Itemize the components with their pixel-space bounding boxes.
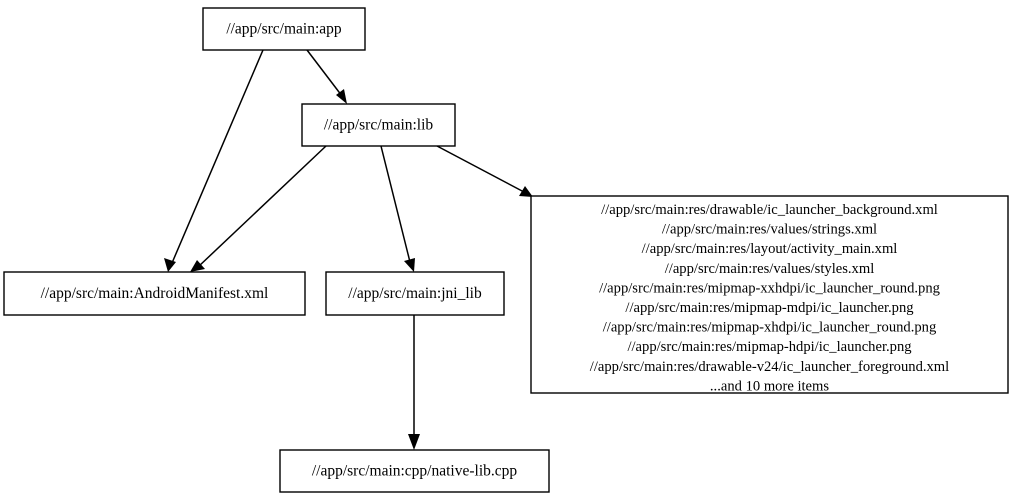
- edge-lib-to-resources: [436, 145, 533, 197]
- resources-line-4: //app/src/main:res/values/styles.xml: [665, 261, 875, 277]
- node-layer: //app/src/main:app //app/src/main:lib //…: [3, 7, 1009, 493]
- node-resources[interactable]: //app/src/main:res/drawable/ic_launcher_…: [530, 195, 1009, 394]
- resources-line-1: //app/src/main:res/drawable/ic_launcher_…: [601, 202, 938, 218]
- edge-layer: [164, 49, 533, 450]
- node-native-lib-cpp[interactable]: //app/src/main:cpp/native-lib.cpp: [279, 449, 550, 493]
- node-app[interactable]: //app/src/main:app: [202, 7, 366, 51]
- resources-more-items-label: ...and 10 more items: [710, 378, 829, 394]
- node-androidmanifest[interactable]: //app/src/main:AndroidManifest.xml: [3, 271, 306, 316]
- resources-line-6: //app/src/main:res/mipmap-mdpi/ic_launch…: [625, 300, 914, 316]
- resources-line-2: //app/src/main:res/values/strings.xml: [662, 222, 877, 238]
- edge-app-to-manifest: [164, 49, 264, 272]
- edge-lib-to-jni_lib: [380, 145, 415, 272]
- node-jni-lib[interactable]: //app/src/main:jni_lib: [325, 271, 505, 316]
- resources-line-9: //app/src/main:res/drawable-v24/ic_launc…: [590, 359, 949, 375]
- node-lib-label: //app/src/main:lib: [324, 117, 434, 134]
- node-lib[interactable]: //app/src/main:lib: [301, 103, 456, 147]
- node-app-label: //app/src/main:app: [226, 21, 342, 38]
- edge-app-to-lib: [306, 49, 347, 104]
- edge-lib-to-manifest: [190, 145, 327, 272]
- resources-line-7: //app/src/main:res/mipmap-xhdpi/ic_launc…: [603, 320, 937, 336]
- node-native-lib-cpp-label: //app/src/main:cpp/native-lib.cpp: [312, 463, 518, 480]
- resources-line-5: //app/src/main:res/mipmap-xxhdpi/ic_laun…: [599, 280, 941, 296]
- resources-line-8: //app/src/main:res/mipmap-hdpi/ic_launch…: [627, 339, 912, 355]
- resources-line-3: //app/src/main:res/layout/activity_main.…: [642, 241, 898, 257]
- node-androidmanifest-label: //app/src/main:AndroidManifest.xml: [41, 285, 269, 302]
- node-jni-lib-label: //app/src/main:jni_lib: [348, 285, 482, 302]
- edge-jni_lib-to-cpp: [408, 315, 420, 450]
